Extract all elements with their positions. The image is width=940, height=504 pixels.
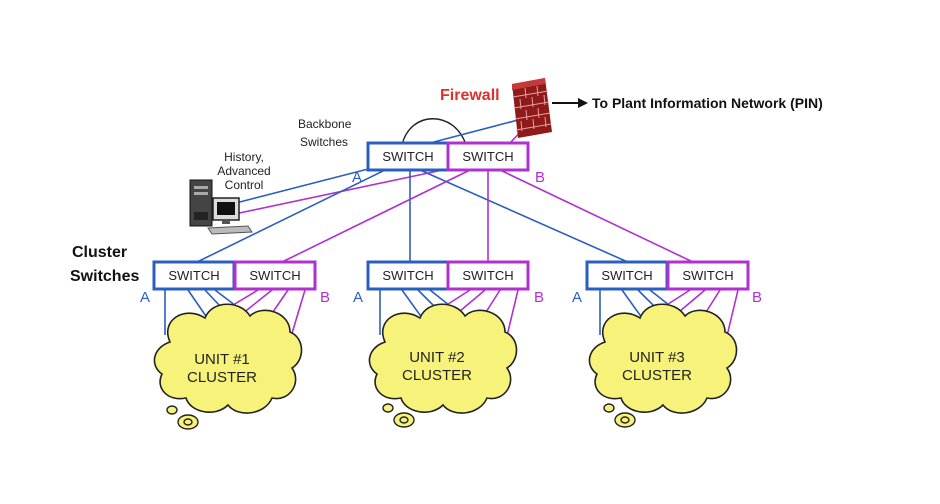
cluster1-switch-a-label: SWITCH: [168, 268, 219, 283]
cluster2-side-a: A: [353, 289, 363, 306]
backbone-side-b: B: [535, 169, 545, 186]
cluster2-switch-b-label: SWITCH: [462, 268, 513, 283]
history-label-line3: Control: [225, 178, 264, 192]
cluster-1: SWITCH SWITCH A B UNIT #1 CLUSTER: [140, 260, 330, 430]
backbone-loop-line: [401, 118, 467, 146]
history-label-line2: Advanced: [217, 164, 270, 178]
backbone-side-a: A: [352, 169, 362, 186]
cluster3-switch-a: [585, 260, 669, 291]
firewall-label: Firewall: [440, 87, 500, 104]
history-label-line1: History,: [224, 150, 264, 164]
cluster2-unit-line1: UNIT #2: [409, 349, 465, 366]
cluster1-switch-a: [152, 260, 236, 291]
cluster1-side-b: B: [320, 289, 330, 306]
cluster3-side-b: B: [752, 289, 762, 306]
cluster2-switch-a-label: SWITCH: [382, 268, 433, 283]
backbone-label-line1: Backbone: [298, 117, 352, 131]
pin-label: To Plant Information Network (PIN): [592, 95, 823, 111]
backbone-label-line2: Switches: [300, 135, 348, 149]
cluster1-side-a: A: [140, 289, 150, 306]
cluster-switches-label-line1: Cluster: [72, 244, 127, 261]
backbone-switch-b-label: SWITCH: [462, 149, 513, 164]
cluster-3: SWITCH SWITCH A B UNIT #3 CLUSTER: [572, 260, 762, 428]
cluster3-cloud: [588, 303, 738, 414]
cluster3-cloud-tail-icon: [603, 403, 636, 428]
cluster3-switch-a-label: SWITCH: [601, 268, 652, 283]
cluster1-cloud-tail-icon: [166, 405, 199, 430]
pin-arrow: [552, 98, 588, 108]
cluster1-unit-line1: UNIT #1: [194, 351, 250, 368]
cluster-switches-label-line2: Switches: [70, 268, 139, 285]
computer-icon: [189, 179, 253, 235]
cluster1-unit-line2: CLUSTER: [187, 369, 257, 386]
cluster2-cloud-tail-icon: [382, 403, 415, 428]
cluster3-side-a: A: [572, 289, 582, 306]
backbone-a-history-line: [227, 167, 373, 206]
backbone-a-firewall-line: [429, 119, 519, 144]
cluster2-unit-line2: CLUSTER: [402, 367, 472, 384]
cluster1-switch-b-label: SWITCH: [249, 268, 300, 283]
backbone-a-cluster1-line: [194, 169, 386, 264]
cluster1-switch-b: [233, 260, 317, 291]
firewall-icon: [512, 78, 552, 138]
cluster3-switch-b: [666, 260, 750, 291]
cluster3-switch-b-label: SWITCH: [682, 268, 733, 283]
cluster3-unit-line2: CLUSTER: [622, 367, 692, 384]
cluster2-cloud: [368, 303, 518, 414]
cluster2-switch-b: [446, 260, 530, 291]
cluster1-cloud: [153, 303, 303, 414]
backbone-b-cluster3-line: [499, 169, 696, 264]
backbone-switch-b: [446, 141, 530, 172]
backbone-a-cluster3-line: [419, 169, 631, 264]
backbone-b-cluster1-line: [279, 169, 471, 264]
cluster-2: SWITCH SWITCH A B UNIT #2 CLUSTER: [353, 260, 544, 428]
cluster2-side-b: B: [534, 289, 544, 306]
backbone-switch-a-label: SWITCH: [382, 149, 433, 164]
cluster3-unit-line1: UNIT #3: [629, 349, 685, 366]
